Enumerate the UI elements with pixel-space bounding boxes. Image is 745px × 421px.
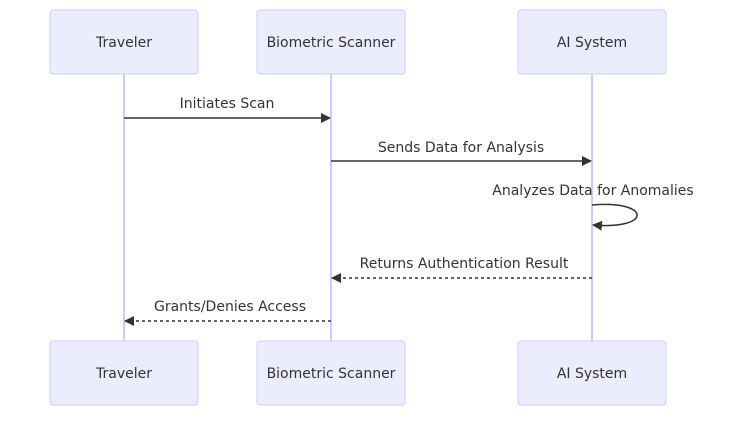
message-label: Grants/Denies Access xyxy=(154,299,306,315)
message-label: Initiates Scan xyxy=(180,96,275,112)
actor-biometric-scanner-top: Biometric Scanner xyxy=(256,9,406,75)
message-label: Returns Authentication Result xyxy=(360,256,569,272)
actor-label: Biometric Scanner xyxy=(267,35,396,51)
actor-ai-system-top: AI System xyxy=(517,9,667,75)
message-analyzes-data: Analyzes Data for Anomalies xyxy=(492,183,694,231)
message-label: Sends Data for Analysis xyxy=(378,140,544,156)
message-grants-denies: Grants/Denies Access xyxy=(124,299,331,326)
actor-biometric-scanner-bottom: Biometric Scanner xyxy=(256,340,406,406)
actor-label: Traveler xyxy=(95,366,152,382)
actor-label: AI System xyxy=(557,35,627,51)
message-returns-result: Returns Authentication Result xyxy=(331,256,592,283)
actor-traveler-bottom: Traveler xyxy=(49,340,199,406)
actor-label: Biometric Scanner xyxy=(267,366,396,382)
actor-ai-system-bottom: AI System xyxy=(517,340,667,406)
actor-label: AI System xyxy=(557,366,627,382)
message-initiates-scan: Initiates Scan xyxy=(124,96,331,123)
message-label: Analyzes Data for Anomalies xyxy=(492,183,693,199)
message-self-loop-arrow xyxy=(591,203,638,231)
actor-traveler-top: Traveler xyxy=(49,9,199,75)
actor-label: Traveler xyxy=(95,35,152,51)
message-sends-data: Sends Data for Analysis xyxy=(331,140,592,166)
